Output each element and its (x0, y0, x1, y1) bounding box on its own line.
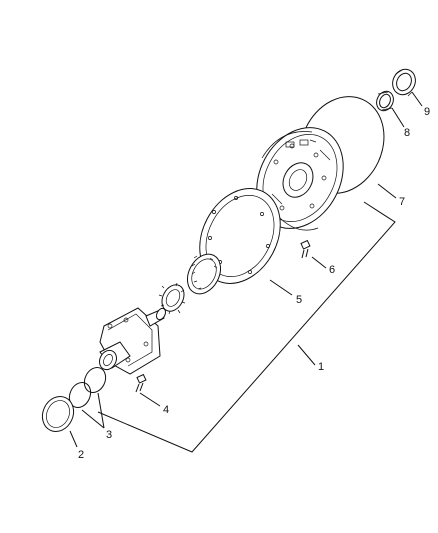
part-6-bolt (300, 239, 311, 259)
part-9-seal (392, 68, 416, 97)
callout-4: 4 (163, 404, 169, 416)
part-2-seal (41, 395, 75, 433)
callout-3: 3 (106, 429, 112, 441)
callout-8: 8 (404, 127, 410, 139)
part-4-bolt (135, 373, 147, 393)
outer-gear-ring (186, 253, 222, 295)
callout-5: 5 (296, 294, 302, 306)
part-3-seal-rings (68, 366, 107, 409)
part-5-gasket (199, 188, 281, 284)
callout-6: 6 (329, 264, 335, 276)
callout-2: 2 (78, 449, 84, 461)
leader-lines (69, 91, 423, 453)
callout-9: 9 (424, 106, 430, 118)
part-8-bushing (376, 90, 394, 112)
part-7-pump-housing (256, 127, 344, 231)
callout-7: 7 (399, 196, 405, 208)
inner-gear (158, 282, 186, 315)
callout-1: 1 (318, 361, 324, 373)
reaction-shaft-support (99, 307, 167, 375)
callout-labels: 1 2 3 4 5 6 7 8 9 (78, 106, 430, 461)
